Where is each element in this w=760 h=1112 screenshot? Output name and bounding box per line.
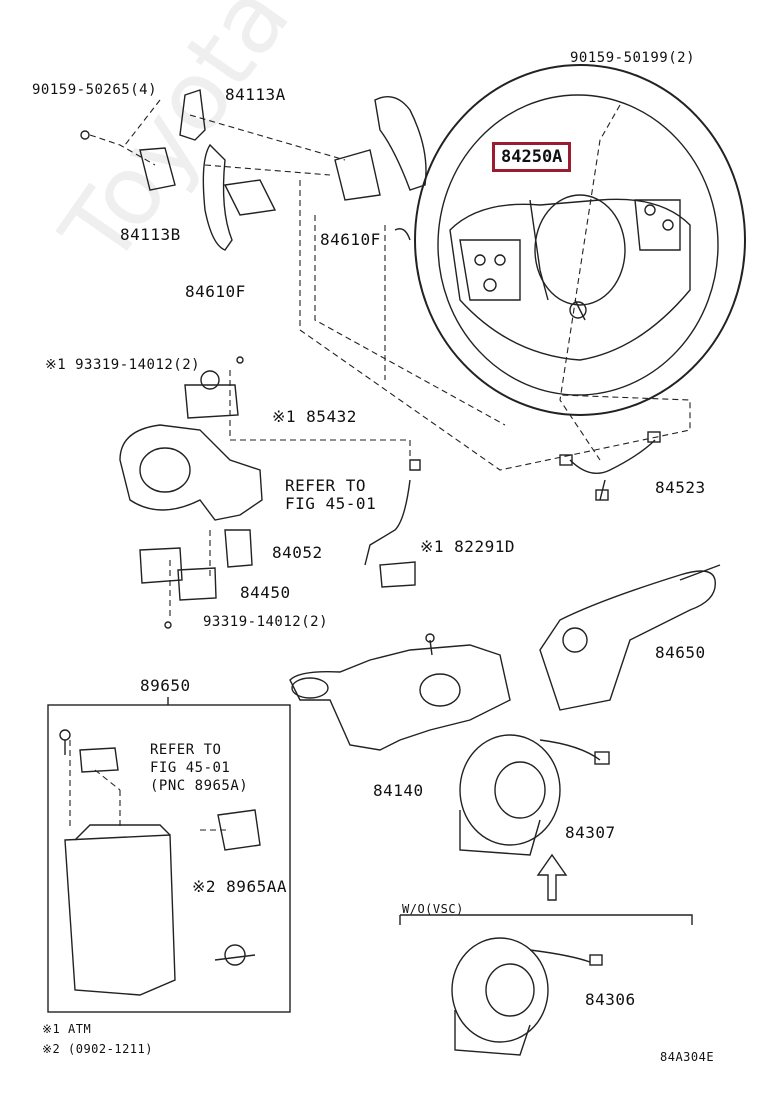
label-84450[interactable]: 84450 xyxy=(240,583,291,602)
label-refer-to-1a[interactable]: REFER TO xyxy=(285,476,367,495)
label-84523[interactable]: 84523 xyxy=(655,478,706,497)
label-refer-to-2b[interactable]: FIG 45-01 xyxy=(150,760,231,776)
figure-code: 84A304E xyxy=(660,1050,715,1064)
steering-wheel xyxy=(414,64,746,416)
switch-84140 xyxy=(289,633,511,751)
leader-lines xyxy=(69,99,691,831)
label-refer-to-2a[interactable]: REFER TO xyxy=(150,742,222,758)
paddle-left-assembly xyxy=(80,89,277,251)
box-89650 xyxy=(47,697,291,1013)
label-84610f-right[interactable]: 84610F xyxy=(320,230,381,249)
paddle-right-assembly xyxy=(334,96,427,241)
label-82291d[interactable]: ※1 82291D xyxy=(420,537,515,556)
label-90159-50199[interactable]: 90159-50199(2) xyxy=(570,50,696,66)
label-84650[interactable]: 84650 xyxy=(655,643,706,662)
label-84140[interactable]: 84140 xyxy=(373,781,424,800)
label-85432[interactable]: ※1 85432 xyxy=(272,407,357,426)
label-84113a[interactable]: 84113A xyxy=(225,85,286,104)
label-84113b[interactable]: 84113B xyxy=(120,225,181,244)
label-refer-to-2c[interactable]: (PNC 8965A) xyxy=(150,778,249,794)
label-93319-top[interactable]: ※1 93319-14012(2) xyxy=(45,357,201,373)
harness-84523 xyxy=(559,431,661,501)
label-wovsc: W/O(VSC) xyxy=(402,902,464,916)
label-84306[interactable]: 84306 xyxy=(585,990,636,1009)
spiral-cable-84307 xyxy=(459,734,610,856)
label-84052[interactable]: 84052 xyxy=(272,543,323,562)
label-8965aa[interactable]: ※2 8965AA xyxy=(192,877,287,896)
label-89650[interactable]: 89650 xyxy=(140,676,191,695)
label-refer-to-1b[interactable]: FIG 45-01 xyxy=(285,494,377,513)
ignition-lock-assembly xyxy=(119,356,421,629)
spiral-cable-84306 xyxy=(451,937,603,1056)
label-84610f-left[interactable]: 84610F xyxy=(185,282,246,301)
label-93319-bottom[interactable]: 93319-14012(2) xyxy=(203,614,329,630)
arrow-up xyxy=(536,853,568,901)
label-90159-50265[interactable]: 90159-50265(4) xyxy=(32,82,158,98)
switch-84650 xyxy=(539,564,721,711)
note-atm: ※1 ATM xyxy=(42,1022,92,1036)
label-84250a-highlighted[interactable]: 84250A xyxy=(492,142,572,172)
wovsc-bracket xyxy=(400,914,693,925)
label-84307[interactable]: 84307 xyxy=(565,823,616,842)
note-date-range: ※2 (0902-1211) xyxy=(42,1042,153,1056)
